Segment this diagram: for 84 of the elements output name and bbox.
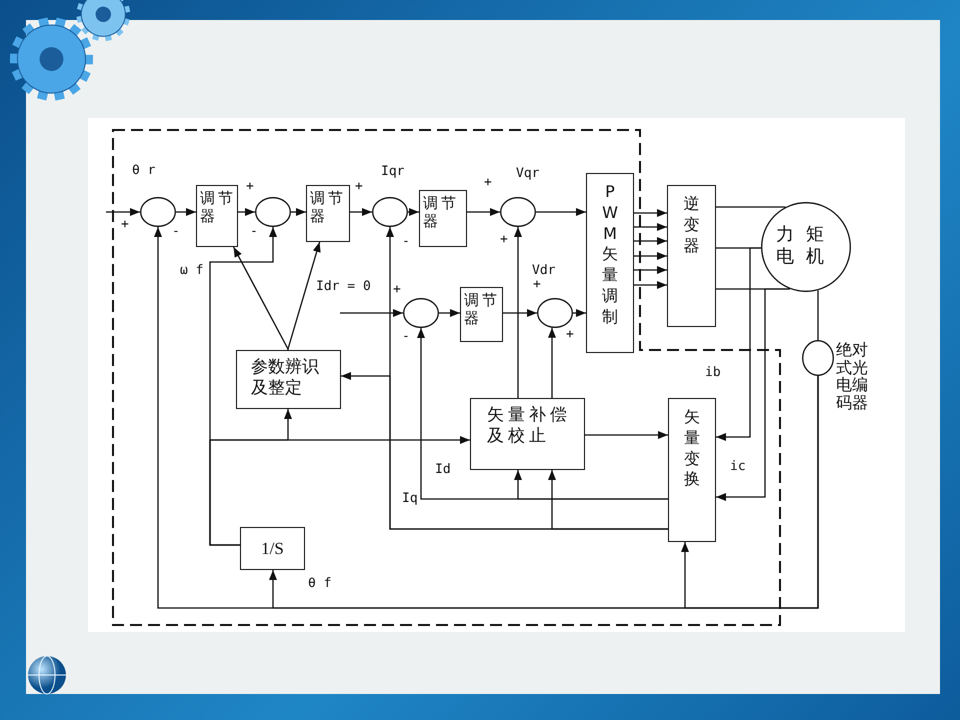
arrow xyxy=(514,227,522,398)
arrow xyxy=(634,209,667,217)
controller-block xyxy=(196,185,238,247)
arrow xyxy=(350,208,372,216)
arrow xyxy=(585,431,668,439)
sign-label: - xyxy=(402,330,410,344)
arrow xyxy=(291,208,306,216)
sign-label: + xyxy=(566,328,574,342)
identification-block xyxy=(236,350,341,409)
arrow xyxy=(340,309,403,317)
sign-label: + xyxy=(484,176,492,190)
inverter-block xyxy=(667,185,716,327)
block-label: 调节器 xyxy=(464,291,501,327)
block-label: 逆变器 xyxy=(682,194,700,256)
signal-label: ic xyxy=(730,460,746,474)
sign-label: - xyxy=(402,235,410,249)
block-label: 参数辨识及整定 xyxy=(251,357,320,399)
arrow xyxy=(634,252,667,260)
arrow xyxy=(209,436,470,546)
block-label: 矢量补偿及校止 xyxy=(487,405,572,447)
compensation-block xyxy=(470,398,585,470)
arrow xyxy=(681,376,819,609)
encoder-label: 绝对式光电编码器 xyxy=(836,341,869,412)
arrow xyxy=(634,223,667,231)
signal-label: θ r xyxy=(132,164,156,178)
signal-label: Id xyxy=(435,463,451,477)
arrow xyxy=(287,242,321,350)
signal-label: θ f xyxy=(308,577,332,591)
encoder-circle xyxy=(802,340,834,376)
block-label: 调节器 xyxy=(310,189,347,225)
sign-label: + xyxy=(500,233,508,247)
sign-label: + xyxy=(355,180,363,194)
signal-label: ω f xyxy=(180,264,204,278)
signal-label: Vqr xyxy=(516,167,540,181)
connector-line xyxy=(817,290,819,340)
summing-junction xyxy=(372,197,408,227)
arrow xyxy=(548,328,556,398)
block-label: PWM矢量调制 xyxy=(601,182,619,328)
block-label: 调节器 xyxy=(423,194,460,230)
modulator-block xyxy=(586,173,634,353)
summing-junction xyxy=(537,298,573,328)
sign-label: + xyxy=(121,218,129,232)
arrow xyxy=(232,246,289,350)
arrow xyxy=(548,470,668,530)
transform-block xyxy=(668,398,716,542)
sign-label: - xyxy=(250,225,258,239)
signal-label: Iq xyxy=(402,492,418,506)
controller-block xyxy=(419,190,467,247)
arrow xyxy=(408,208,419,216)
arrow xyxy=(467,208,500,216)
arrow xyxy=(634,266,667,274)
arrow xyxy=(573,309,586,317)
sign-label: + xyxy=(246,180,254,194)
arrow xyxy=(514,470,668,500)
signal-label: Idr = 0 xyxy=(316,280,371,294)
arrow xyxy=(716,288,790,501)
arrow xyxy=(238,208,255,216)
arrow xyxy=(106,208,140,216)
integrator-block xyxy=(240,527,305,570)
arrow xyxy=(716,247,761,441)
block-label: 力矩电机 xyxy=(776,224,837,268)
arrow xyxy=(536,208,586,216)
arrow xyxy=(634,281,667,289)
arrow xyxy=(439,309,460,317)
connector-line xyxy=(716,206,786,208)
arrow xyxy=(634,237,667,245)
signal-label: Vdr xyxy=(532,264,556,278)
summing-junction xyxy=(140,197,176,227)
sign-label: + xyxy=(393,283,401,297)
summing-junction xyxy=(500,197,536,227)
signal-label: ib xyxy=(705,366,721,380)
motor-circle xyxy=(761,202,851,292)
arrow xyxy=(176,208,196,216)
sign-label: - xyxy=(172,225,180,239)
controller-block xyxy=(460,287,503,342)
arrow xyxy=(503,309,537,317)
block-label: 1/S xyxy=(260,540,285,558)
summing-junction xyxy=(255,197,291,227)
sign-label: + xyxy=(533,278,541,292)
controller-block xyxy=(306,185,350,242)
signal-label: Iqr xyxy=(381,165,404,179)
block-label: 矢量变换 xyxy=(683,407,701,490)
block-label: 调节器 xyxy=(200,189,237,225)
summing-junction xyxy=(403,298,439,328)
